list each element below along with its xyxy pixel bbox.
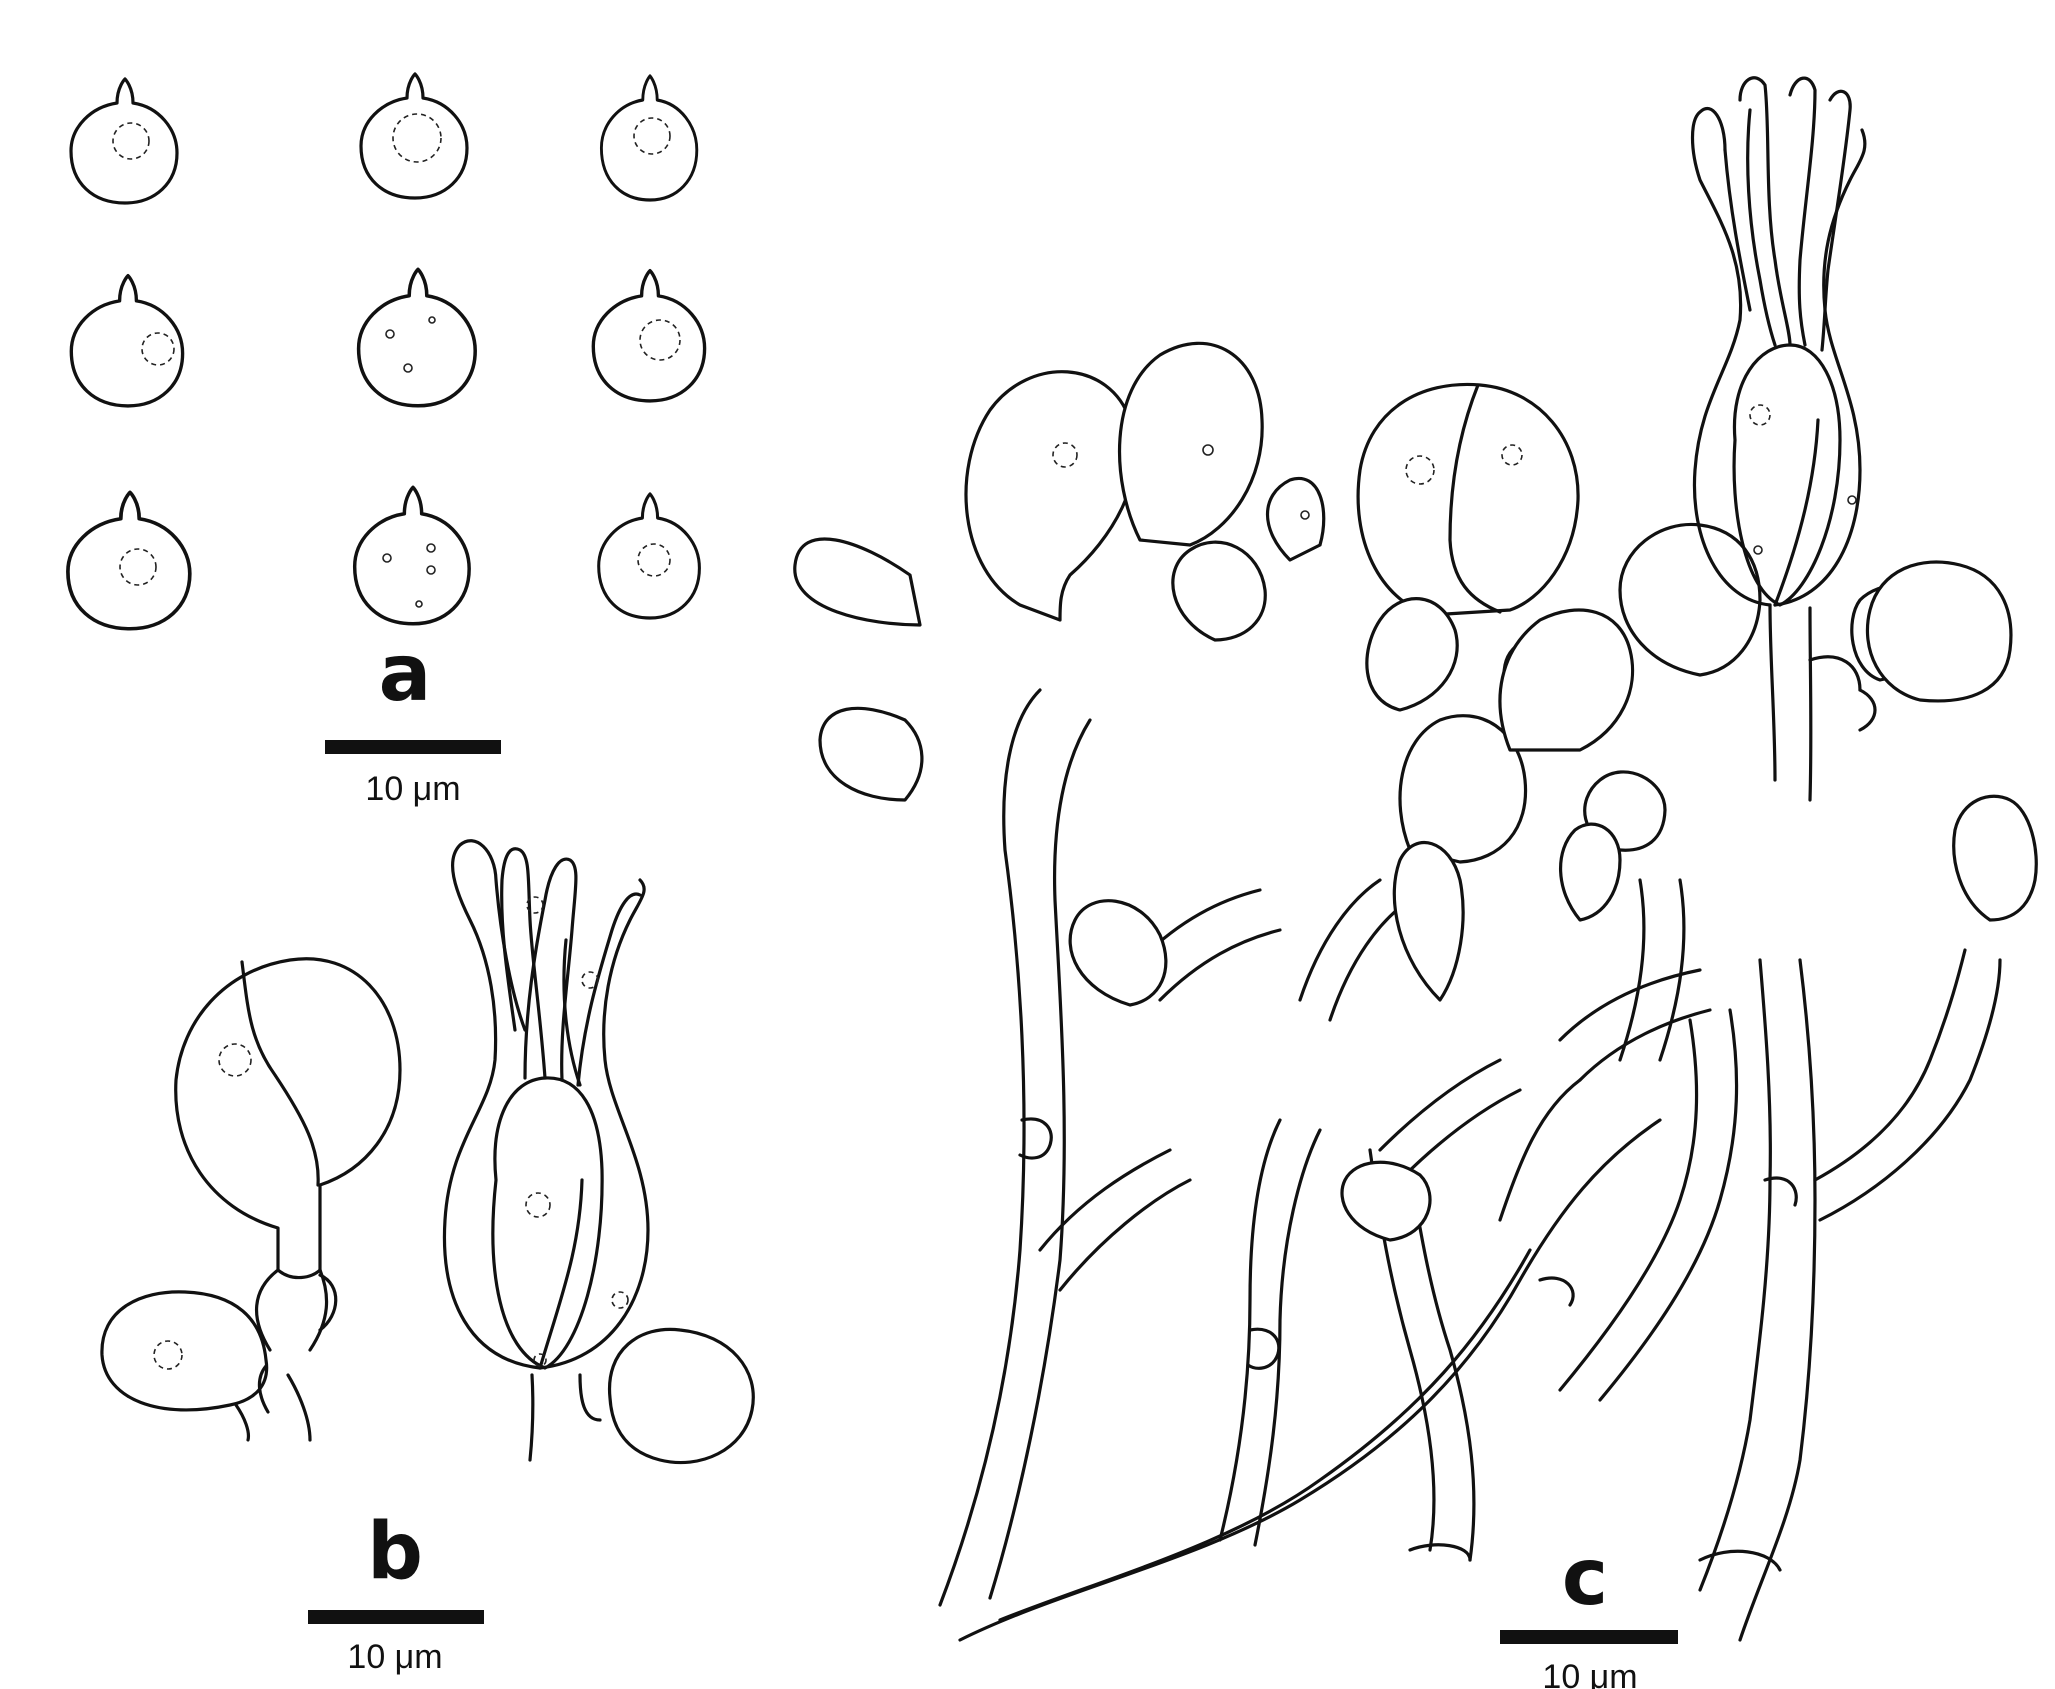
basidiole-two-spored: [1356, 382, 1580, 617]
basidium-globose: [100, 957, 402, 1442]
scale-label: 10 μm: [347, 1638, 442, 1676]
basidiole: [1398, 714, 1528, 864]
spore: [356, 267, 477, 408]
panel-label: b: [367, 1507, 423, 1597]
basidiole: [1558, 822, 1622, 922]
scale-bar: [1500, 1630, 1678, 1644]
scale-bar: [308, 1610, 484, 1624]
spore: [66, 490, 192, 631]
spore: [69, 77, 179, 205]
panel-label: a: [379, 629, 432, 719]
basidiole: [818, 706, 924, 802]
basidiole: [1171, 540, 1267, 642]
basidiole: [1118, 341, 1264, 547]
scale-label: 10 μm: [365, 770, 460, 808]
basidiole: [1340, 1160, 1432, 1242]
clamp-connections: [1018, 1117, 1798, 1572]
spore: [597, 492, 702, 620]
panel-b-basidia: b 10 μm: [100, 839, 755, 1676]
panel-a-spores: a 10 μm: [66, 72, 707, 808]
spore: [591, 269, 707, 403]
basidiole: [1068, 899, 1168, 1007]
basidiole: [1392, 841, 1465, 1002]
basidiole: [1618, 522, 1762, 677]
basidiole: [1365, 597, 1459, 712]
panel-c-hymenium: c 10 μm: [793, 76, 2038, 1689]
basidiole: [1952, 794, 2038, 922]
scale-bar: [325, 740, 501, 754]
spore: [352, 485, 471, 626]
basidiole: [964, 370, 1137, 622]
spore: [359, 72, 469, 200]
basidium-with-sterigmata: [1690, 76, 1877, 802]
hyphal-trunks: [938, 688, 2002, 1642]
basidiole: [1865, 560, 2013, 703]
panel-label: c: [1562, 1533, 1608, 1623]
scale-label: 10 μm: [1542, 1658, 1637, 1689]
basidium-with-sterigmata: [442, 839, 755, 1465]
spore: [69, 274, 185, 408]
spore: [599, 74, 699, 202]
basidiole: [1498, 608, 1635, 752]
basidiole: [793, 537, 922, 627]
basidiole: [1266, 476, 1326, 562]
